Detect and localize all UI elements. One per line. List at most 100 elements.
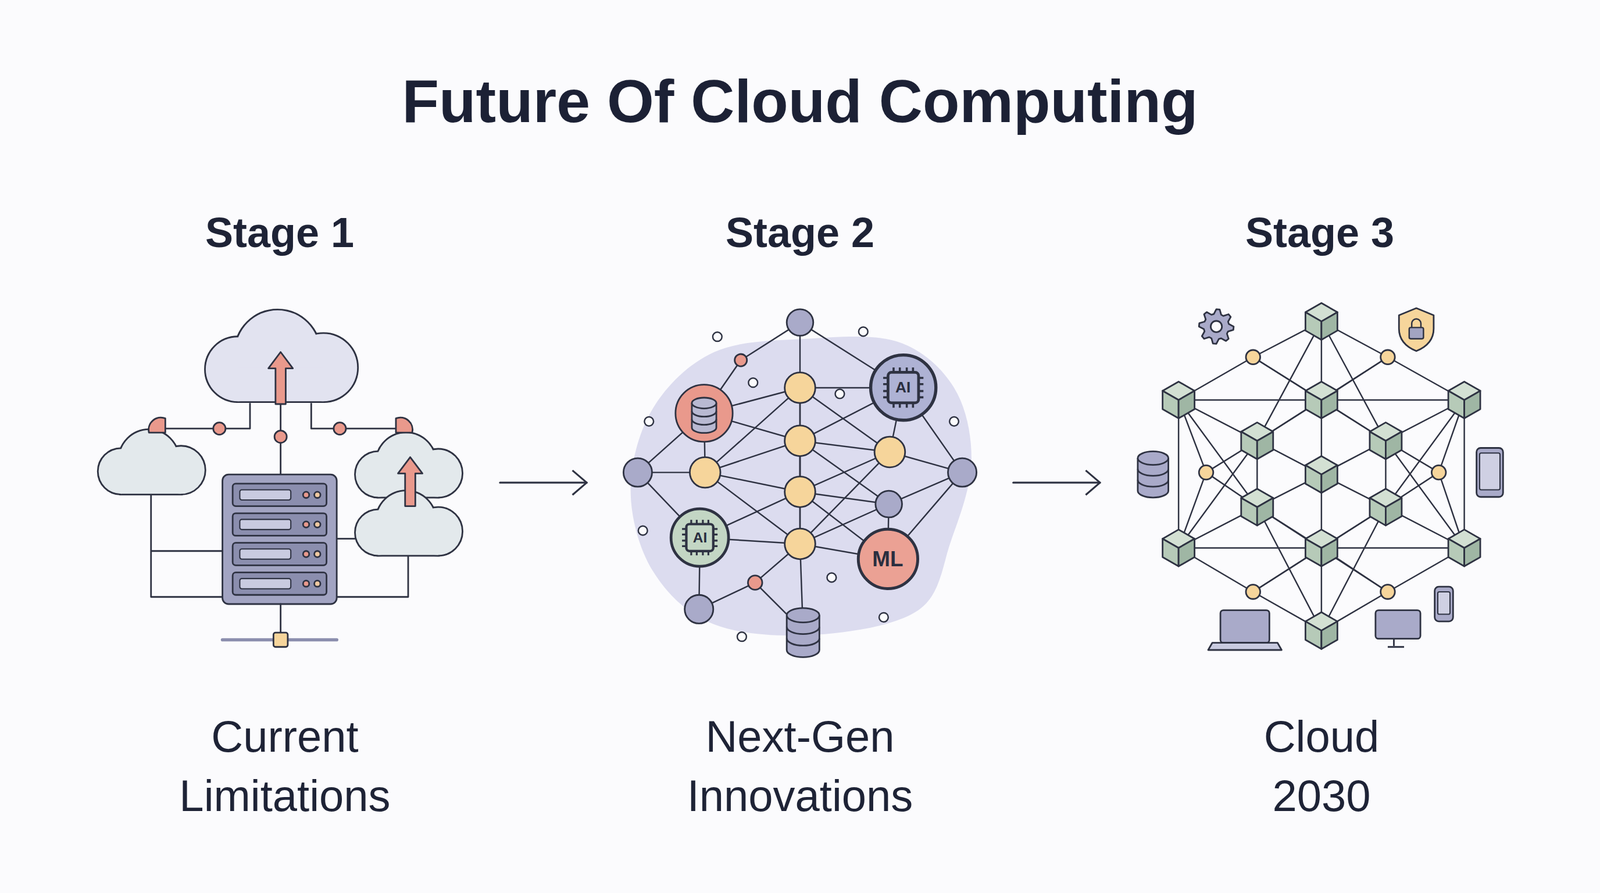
particle bbox=[879, 612, 889, 623]
cube-right bbox=[1321, 621, 1338, 649]
cube-left bbox=[1162, 538, 1179, 567]
database-ring bbox=[691, 419, 717, 425]
wire bbox=[165, 402, 250, 429]
mesh-link bbox=[1256, 321, 1322, 441]
upload-arrow bbox=[397, 456, 423, 506]
ai-chip-node: AI bbox=[669, 506, 731, 569]
cube-left bbox=[1241, 497, 1257, 525]
mesh-link bbox=[1178, 547, 1322, 549]
wire bbox=[336, 556, 409, 598]
mesh-dot bbox=[1245, 350, 1261, 365]
network-node bbox=[875, 490, 903, 518]
mesh-link bbox=[1178, 399, 1322, 401]
ai-chip-node: AI bbox=[868, 352, 938, 423]
status-light bbox=[302, 521, 310, 528]
network-node bbox=[784, 425, 816, 457]
database-ring bbox=[786, 626, 820, 634]
particle bbox=[949, 416, 959, 427]
cube-left bbox=[1448, 390, 1464, 419]
cube-right bbox=[1321, 538, 1338, 567]
mesh-link bbox=[1252, 356, 1386, 441]
slot-bar bbox=[239, 578, 291, 589]
status-light bbox=[314, 491, 321, 499]
cube-right bbox=[1256, 431, 1273, 459]
network-node bbox=[784, 476, 816, 508]
cloud-icon bbox=[98, 430, 205, 494]
network-node bbox=[684, 594, 714, 624]
illustration-group bbox=[98, 302, 1504, 657]
database-ring bbox=[786, 638, 820, 646]
cloud-base bbox=[377, 531, 438, 556]
stage-heading: Stage 1 bbox=[205, 207, 355, 258]
mesh-link bbox=[1321, 547, 1465, 549]
cube-left bbox=[1305, 465, 1321, 493]
slot-bar bbox=[239, 489, 291, 500]
network-node bbox=[874, 436, 906, 468]
cube-right bbox=[1256, 497, 1273, 525]
gear-hole bbox=[1210, 320, 1222, 332]
monitor-screen bbox=[1375, 610, 1421, 639]
pipe-cap bbox=[395, 417, 413, 433]
phone-screen bbox=[1437, 591, 1450, 615]
mesh-link bbox=[1385, 440, 1464, 548]
cube-node bbox=[1162, 381, 1195, 419]
laptop-screen bbox=[1220, 610, 1270, 644]
stage-arrow-head bbox=[1085, 470, 1100, 495]
particle bbox=[748, 377, 758, 388]
server-rack bbox=[222, 474, 338, 605]
particle bbox=[638, 526, 648, 536]
cube-right bbox=[1178, 538, 1195, 567]
database-icon bbox=[691, 397, 717, 434]
network-node bbox=[784, 528, 816, 560]
mesh-link bbox=[1177, 400, 1180, 548]
database-top bbox=[786, 608, 820, 623]
database-ring bbox=[1137, 479, 1169, 487]
cube-node bbox=[1305, 612, 1338, 649]
database-top bbox=[691, 397, 717, 409]
cube-left bbox=[1448, 538, 1464, 567]
cube-node bbox=[1369, 488, 1402, 526]
database-ring bbox=[1137, 469, 1169, 477]
particle bbox=[737, 631, 747, 642]
upload-arrow bbox=[268, 352, 294, 405]
mesh-link bbox=[1385, 400, 1464, 507]
cube-node bbox=[1162, 529, 1195, 567]
link-dot bbox=[213, 422, 226, 435]
mesh-dot bbox=[1380, 350, 1396, 365]
particle bbox=[835, 389, 845, 399]
ml-node: ML bbox=[856, 527, 920, 591]
shield-icon bbox=[1398, 308, 1434, 352]
mesh-dot bbox=[1198, 465, 1214, 480]
cube-left bbox=[1305, 312, 1321, 340]
monitor-stand bbox=[1387, 638, 1405, 648]
particle bbox=[858, 327, 869, 337]
stage-arrow bbox=[500, 481, 587, 484]
database-icon bbox=[1137, 451, 1169, 498]
mesh-link bbox=[1252, 506, 1386, 592]
stage-heading: Stage 2 bbox=[725, 207, 875, 258]
mesh-link bbox=[1463, 400, 1465, 548]
phone-icon bbox=[1434, 586, 1454, 622]
cube-left bbox=[1369, 497, 1386, 525]
cube-node bbox=[1241, 422, 1274, 460]
database-ring bbox=[691, 411, 717, 417]
phone-screen bbox=[1479, 452, 1500, 490]
slot-bar bbox=[239, 519, 291, 530]
mesh-link bbox=[1256, 506, 1388, 592]
stage-heading: Stage 3 bbox=[1245, 207, 1395, 258]
mesh-dot bbox=[1431, 465, 1446, 480]
network-node bbox=[623, 458, 652, 487]
cube-node bbox=[1448, 381, 1481, 419]
data-circle bbox=[675, 384, 733, 442]
mesh-link bbox=[1256, 356, 1388, 441]
link-dot bbox=[274, 430, 287, 444]
cube-node bbox=[1305, 302, 1338, 340]
stage-caption: Current Limitations bbox=[122, 706, 448, 826]
status-light bbox=[302, 551, 310, 558]
cube-right bbox=[1321, 390, 1338, 419]
cloud-base bbox=[120, 470, 181, 495]
status-light bbox=[314, 521, 321, 528]
laptop-base bbox=[1208, 643, 1282, 650]
